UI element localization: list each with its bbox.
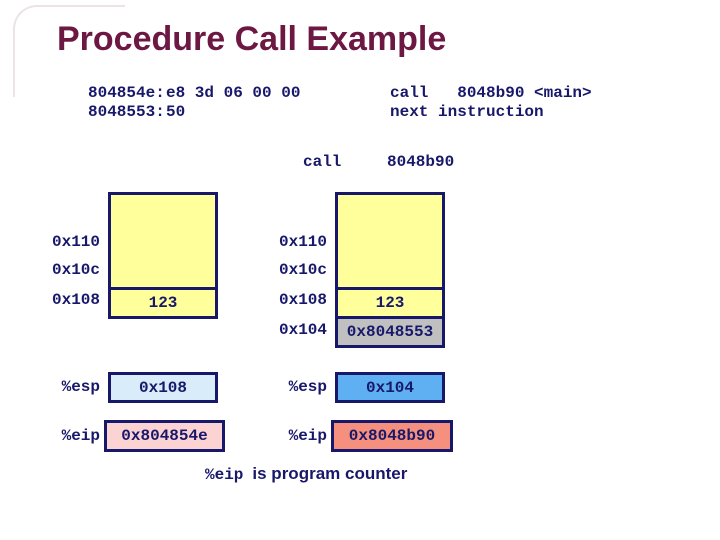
slide-title: Procedure Call Example [57,20,447,58]
eip-after-label: %eip [288,427,327,445]
stack-before-addr-0x110: 0x110 [51,233,100,251]
esp-after-label: %esp [288,378,327,396]
eip-before-value-box: 0x804854e [104,420,225,452]
call-annotation-target: 8048b90 [387,153,455,171]
stack-after-box: 123 0x8048553 [335,192,445,348]
stack-before-addr-0x10c: 0x10c [51,261,100,279]
stack-after-addr-0x108: 0x108 [278,291,327,309]
esp-before-label: %esp [61,378,100,396]
stack-after-addr-0x110: 0x110 [278,233,327,251]
stack-after-addr-0x104: 0x104 [278,321,327,339]
code-line1-address: 804854e: [88,84,165,102]
eip-before-label: %eip [61,427,100,445]
code-line2-disassembly: next instruction [390,103,544,121]
esp-before-value-box: 0x108 [108,372,218,403]
code-line2-address: 8048553: [88,103,165,121]
stack-after-addr-0x10c: 0x10c [278,261,327,279]
caption: %eip is program counter [205,464,407,484]
stack-before-box: 123 [108,192,218,319]
slide-border-corner [13,5,125,97]
call-annotation-mnemonic: call [303,153,342,171]
stack-after-value-cell: 123 [338,287,442,316]
caption-text: is program counter [252,464,408,483]
eip-after-value-box: 0x8048b90 [331,420,453,452]
code-line1-bytes: e8 3d 06 00 00 [166,84,301,102]
code-line2-bytes: 50 [166,103,186,121]
stack-after-return-address-cell: 0x8048553 [338,316,442,345]
caption-register: %eip [205,466,244,484]
code-line1-disassembly: call 8048b90 <main> [390,84,592,102]
stack-before-value-cell: 123 [111,287,215,316]
esp-after-value-box: 0x104 [335,372,445,403]
stack-before-addr-0x108: 0x108 [51,291,100,309]
stack-after-frame-area [338,195,442,287]
stack-before-frame-area [111,195,215,287]
